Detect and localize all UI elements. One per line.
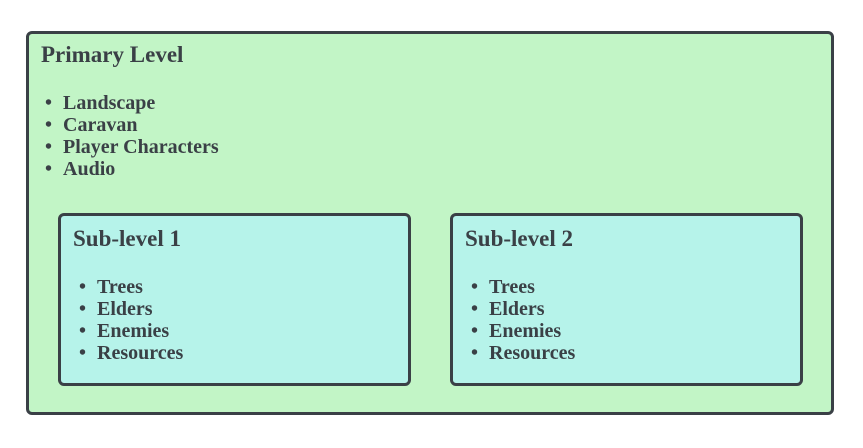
sub-level-1-title: Sub-level 1 [73, 226, 181, 251]
sub-level-2-box: Sub-level 2 Trees Elders Enemies Resourc… [450, 213, 803, 386]
list-item: Elders [471, 298, 575, 320]
list-item: Enemies [471, 320, 575, 342]
list-item: Trees [79, 276, 183, 298]
primary-level-title: Primary Level [41, 42, 184, 67]
list-item: Caravan [45, 114, 219, 136]
list-item: Trees [471, 276, 575, 298]
list-item: Resources [471, 342, 575, 364]
list-item: Player Characters [45, 136, 219, 158]
list-item: Audio [45, 158, 219, 180]
list-item: Elders [79, 298, 183, 320]
list-item: Resources [79, 342, 183, 364]
sub-level-1-list: Trees Elders Enemies Resources [79, 276, 183, 364]
sub-level-1-box: Sub-level 1 Trees Elders Enemies Resourc… [58, 213, 411, 386]
sub-level-2-list: Trees Elders Enemies Resources [471, 276, 575, 364]
primary-level-list: Landscape Caravan Player Characters Audi… [45, 92, 219, 180]
sub-level-2-title: Sub-level 2 [465, 226, 573, 251]
list-item: Enemies [79, 320, 183, 342]
list-item: Landscape [45, 92, 219, 114]
